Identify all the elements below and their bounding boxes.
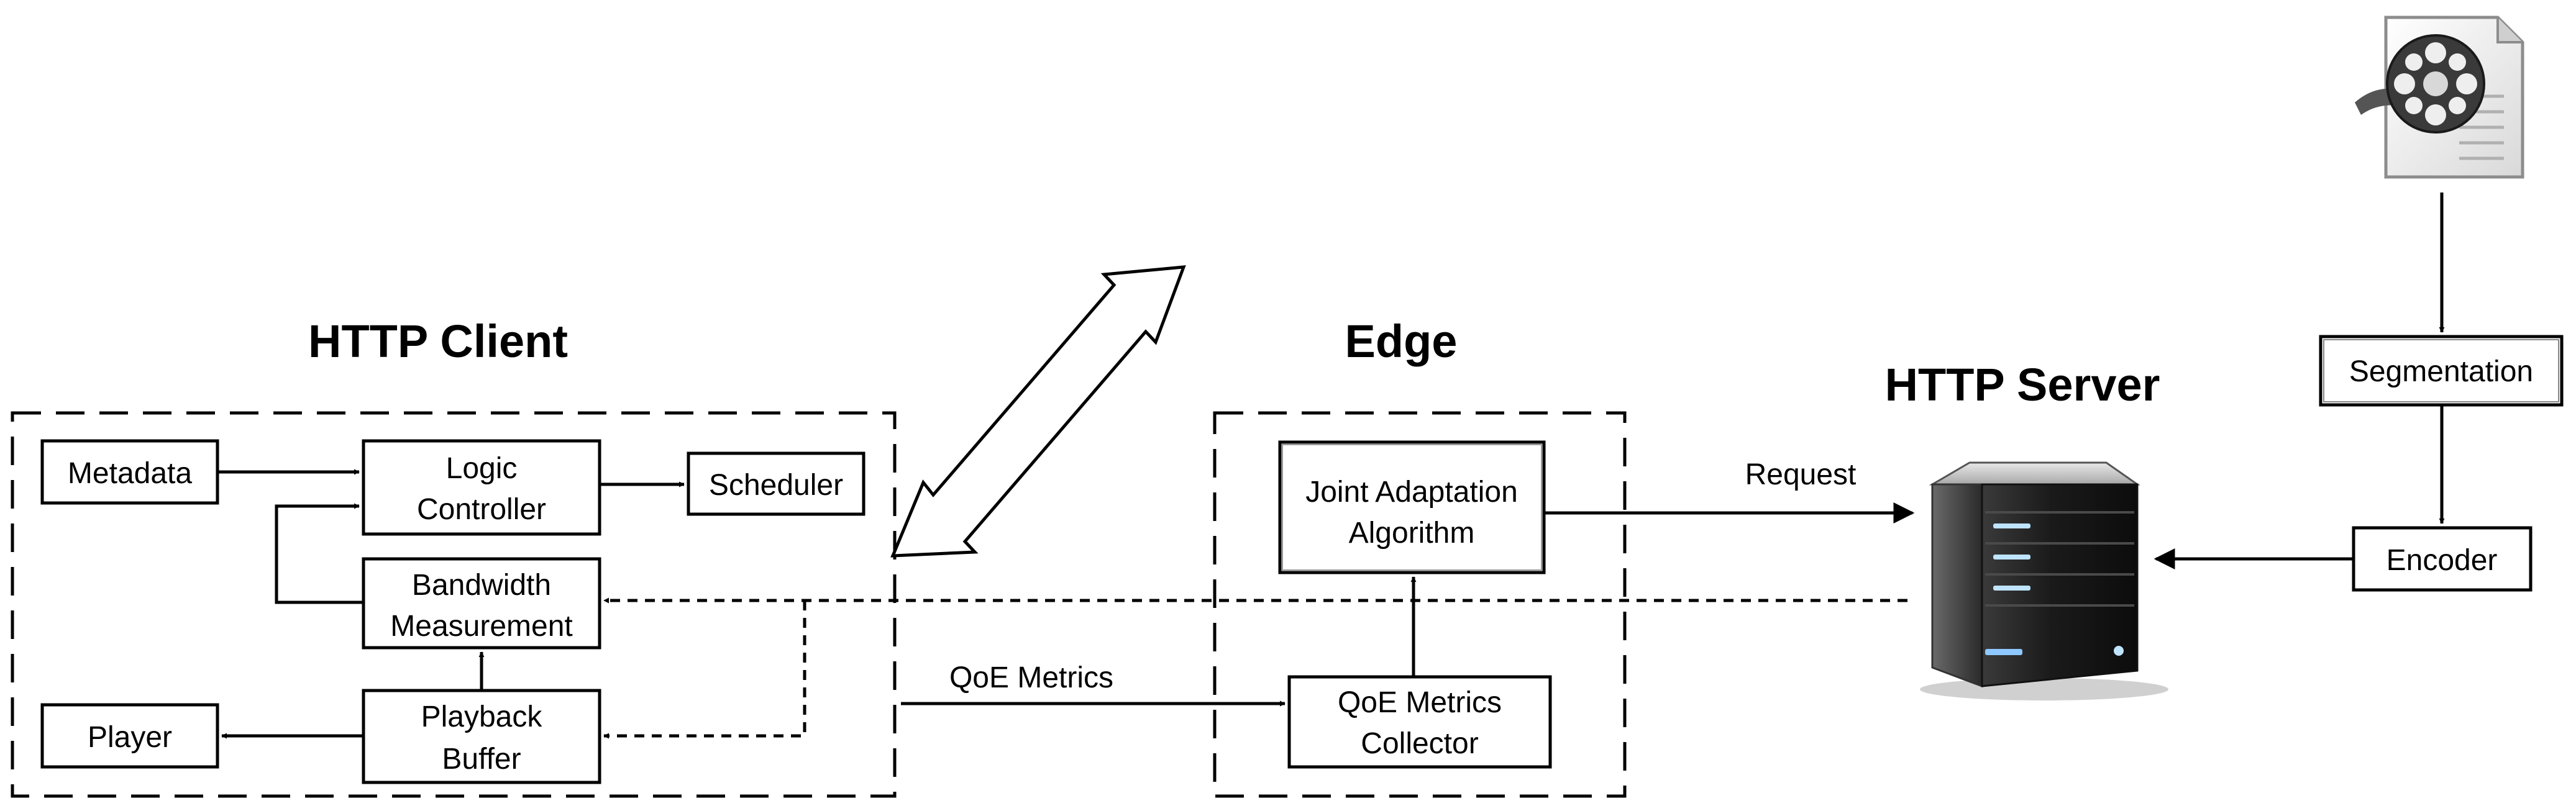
joint-adaptation-algorithm-box: Joint Adaptation Algorithm: [1278, 440, 1546, 574]
player-label: Player: [88, 721, 172, 754]
metadata-label: Metadata: [68, 457, 192, 490]
playback-label-1: Playback: [421, 700, 543, 733]
qoe-metrics-label: QoE Metrics: [949, 661, 1113, 694]
heading-http-client: HTTP Client: [308, 315, 568, 367]
heading-edge: Edge: [1345, 315, 1458, 367]
bandwidth-label-2: Measurement: [390, 610, 572, 643]
qoe-collector-label-1: QoE Metrics: [1338, 686, 1502, 719]
dashed-feedback-lines: [603, 597, 1907, 739]
segmentation-box: Segmentation: [2319, 335, 2564, 407]
scheduler-box: Scheduler: [687, 451, 866, 516]
video-file-icon: [2355, 16, 2524, 179]
player-box: Player: [40, 703, 219, 769]
server-icon: [1920, 461, 2168, 700]
playback-buffer-box: Playback Buffer: [362, 689, 601, 784]
logic-controller-label-1: Logic: [446, 452, 518, 485]
jaa-label-2: Algorithm: [1349, 517, 1475, 550]
playback-label-2: Buffer: [442, 743, 521, 776]
arrow-bandwidth-to-logic: [275, 503, 363, 604]
bandwidth-label-1: Bandwidth: [412, 569, 551, 602]
logic-controller-label-2: Controller: [417, 493, 546, 526]
encoder-box: Encoder: [2352, 526, 2533, 592]
metadata-box: Metadata: [40, 439, 219, 505]
heading-http-server: HTTP Server: [1885, 359, 2160, 410]
bidirectional-arrow: [890, 265, 1186, 558]
jaa-label-1: Joint Adaptation: [1305, 476, 1518, 509]
qoe-metrics-collector-box: QoE Metrics Collector: [1287, 675, 1552, 769]
scheduler-label: Scheduler: [709, 469, 843, 502]
logic-controller-box: Logic Controller: [362, 439, 601, 536]
encoder-label: Encoder: [2386, 544, 2498, 577]
edge-region: [1213, 411, 1627, 798]
qoe-collector-label-2: Collector: [1361, 727, 1478, 760]
bandwidth-measurement-box: Bandwidth Measurement: [362, 557, 601, 650]
request-label: Request: [1745, 458, 1857, 491]
segmentation-label: Segmentation: [2349, 355, 2533, 388]
http-client-region: [11, 411, 897, 798]
